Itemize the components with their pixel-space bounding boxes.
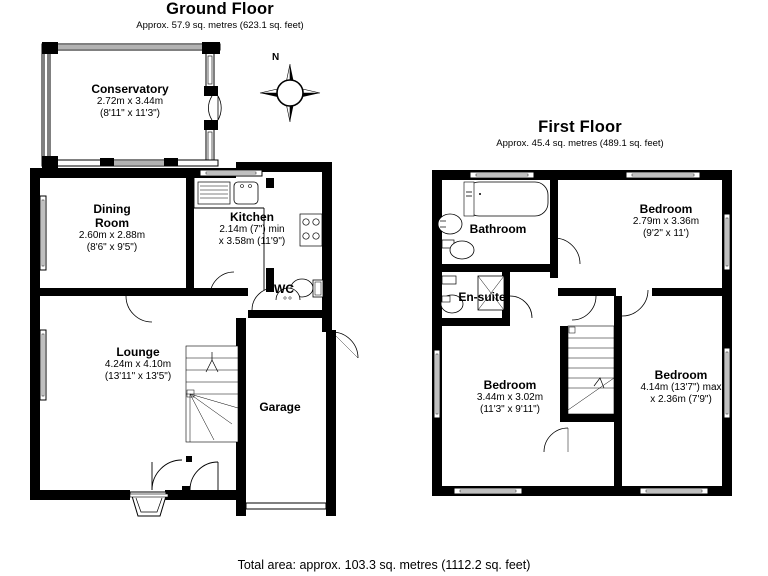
- room-label-lounge: Lounge 4.24m x 4.10m (13'11" x 13'5"): [78, 345, 198, 383]
- kitchen-fixtures: [193, 178, 323, 290]
- bedroom-rear-dim-imperial: (11'3" x 9'11"): [479, 403, 541, 415]
- ground-floor-heading: Ground Floor Approx. 57.9 sq. metres (62…: [110, 0, 330, 32]
- first-floor-walls: [432, 170, 732, 496]
- first-floor-staircase: [567, 325, 615, 415]
- conservatory-structure: [41, 42, 222, 168]
- room-label-bedroom-side: Bedroom 4.14m (13'7") max x 2.36m (7'9"): [614, 368, 748, 406]
- bedroom-rear-name: Bedroom: [483, 378, 537, 392]
- room-label-bedroom-front: Bedroom 2.79m x 3.36m (9'2" x 11'): [608, 202, 724, 240]
- ground-floor-windows: [39, 169, 263, 517]
- room-label-conservatory: Conservatory 2.72m x 3.44m (8'11" x 11'3…: [70, 82, 190, 120]
- dining-room-dim-metric: 2.60m x 2.88m: [78, 230, 146, 242]
- room-label-ensuite: En-suite: [438, 290, 526, 304]
- ground-floor-walls: [30, 162, 336, 516]
- ground-floor-plan: [30, 42, 359, 517]
- kitchen-dim-metric: 2.14m (7") min: [219, 224, 285, 236]
- first-floor-title: First Floor: [538, 118, 622, 136]
- compass-north-label: N: [272, 52, 280, 63]
- garage-door: [245, 502, 327, 510]
- compass-rose: N: [256, 52, 324, 128]
- first-floor-doors: [509, 237, 649, 453]
- ground-floor-doors: [125, 271, 359, 494]
- lounge-dim-imperial: (13'11" x 13'5"): [104, 370, 172, 382]
- bathroom-fixtures: [437, 181, 549, 260]
- bathroom-name: Bathroom: [469, 222, 527, 236]
- room-label-wc: WC: [258, 282, 310, 296]
- dining-room-dim-imperial: (8'6" x 9'5"): [86, 242, 138, 254]
- total-area-text: Total area: approx. 103.3 sq. metres (11…: [237, 558, 531, 572]
- lounge-dim-metric: 4.24m x 4.10m: [104, 359, 172, 371]
- bedroom-side-dim-metric: 4.14m (13'7") max: [640, 382, 722, 394]
- room-label-bedroom-rear: Bedroom 3.44m x 3.02m (11'3" x 9'11"): [452, 378, 568, 416]
- conservatory-name: Conservatory: [91, 82, 169, 96]
- dining-room-name-line2: Room: [95, 216, 129, 231]
- bedroom-rear-dim-metric: 3.44m x 3.02m: [476, 392, 544, 404]
- first-floor-subtitle: Approx. 45.4 sq. metres (489.1 sq. feet): [496, 137, 664, 149]
- ground-floor-staircase: [185, 345, 239, 443]
- wc-fixtures: [275, 278, 324, 301]
- room-label-garage: Garage: [236, 400, 324, 414]
- ground-floor-subtitle: Approx. 57.9 sq. metres (623.1 sq. feet): [136, 19, 304, 31]
- room-label-bathroom: Bathroom: [452, 222, 544, 236]
- bedroom-front-name: Bedroom: [639, 202, 693, 216]
- kitchen-dim-imperial: x 3.58m (11'9"): [218, 235, 286, 247]
- dining-room-name-line1: Dining: [93, 202, 131, 216]
- ground-floor-title: Ground Floor: [166, 0, 274, 18]
- bedroom-front-dim-imperial: (9'2" x 11'): [642, 227, 690, 239]
- bedroom-side-name: Bedroom: [654, 368, 708, 382]
- lounge-name: Lounge: [116, 345, 160, 359]
- bedroom-front-dim-metric: 2.79m x 3.36m: [632, 216, 700, 228]
- ensuite-fixtures: [440, 275, 505, 314]
- first-floor-windows: [433, 171, 731, 495]
- room-label-kitchen: Kitchen 2.14m (7") min x 3.58m (11'9"): [192, 210, 312, 248]
- first-floor-heading: First Floor Approx. 45.4 sq. metres (489…: [470, 118, 690, 150]
- bedroom-side-dim-imperial: x 2.36m (7'9"): [650, 393, 712, 405]
- room-label-dining-room: Dining Room 2.60m x 2.88m (8'6" x 9'5"): [52, 202, 172, 254]
- garage-name: Garage: [259, 400, 301, 414]
- kitchen-name: Kitchen: [229, 210, 274, 224]
- wc-name: WC: [274, 282, 294, 296]
- compass-icon: [259, 63, 321, 123]
- first-floor-plan: [432, 170, 732, 496]
- ensuite-name: En-suite: [458, 290, 506, 304]
- conservatory-dim-imperial: (8'11" x 11'3"): [99, 107, 161, 119]
- conservatory-dim-metric: 2.72m x 3.44m: [96, 96, 164, 108]
